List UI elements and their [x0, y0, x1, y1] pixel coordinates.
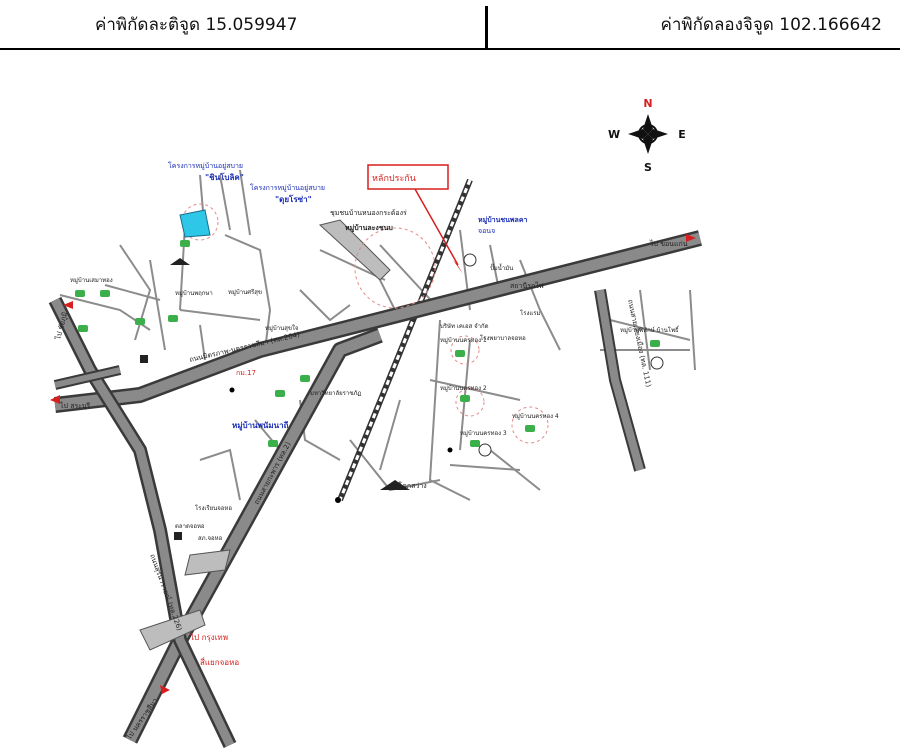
project-2-name: "ดุยโรซ่า" — [275, 194, 312, 205]
village-a-label: หมู่บ้านเสมาทอง — [70, 277, 113, 284]
market-label: ตลาดจอหอ — [175, 523, 205, 530]
village-h-label: หมู่บ้านสุขใจ — [265, 324, 298, 332]
village-b-label: หมู่บ้านพฤกษา — [175, 290, 213, 297]
building-markers — [140, 258, 410, 540]
landmark-pointer — [367, 164, 463, 274]
police-label: สภ.จอหอ — [198, 535, 223, 542]
village-f-label: หมู่บ้านนครทอง 4 — [512, 413, 559, 420]
highway-2 — [122, 327, 383, 744]
highlighted-building — [179, 209, 211, 238]
village-g-label: หมู่บ้านศรีสุข — [228, 288, 262, 296]
university-label: มหาวิทยาลัยราชภัฏ — [310, 390, 361, 397]
location-map[interactable]: N S E W หลักประกัน โครงการหมู่บ้านอยู่สบ… — [0, 50, 900, 749]
compass-west: W — [608, 128, 620, 141]
compass-rose: N S E W — [608, 97, 686, 174]
highway-204 — [54, 230, 702, 413]
latitude-readout: ค่าพิกัดละติจูด 15.059947 — [95, 0, 297, 48]
coordinate-header: ค่าพิกัดละติจูด 15.059947 ค่าพิกัดลองจิจ… — [0, 0, 900, 50]
village-lamchonghai-label: หมู่บ้านละงชนบ — [345, 223, 393, 233]
to-bangkok-label: ไป กรุงเทพ — [189, 633, 228, 642]
hospital-label: โรงพยาบาลจอหอ — [480, 334, 526, 342]
longitude-readout: ค่าพิกัดลองจิจูด 102.166642 — [660, 0, 882, 48]
hotel-label: โรงแรม — [520, 309, 540, 317]
to-khonkaen-label: ไป ขอนแก่น — [649, 239, 688, 248]
factory-label: บริษัท เคเอส จำกัด — [440, 323, 489, 330]
village-icons — [75, 240, 660, 447]
project-1-name: "ชินโบลิค" — [205, 172, 244, 182]
project-1-label: โครงการหมู่บ้านอยู่สบาย — [168, 161, 243, 170]
highway-226 — [48, 296, 237, 749]
latitude-label: ค่าพิกัดละติจูด — [95, 15, 201, 35]
longitude-value: 102.166642 — [779, 15, 882, 35]
gas-label: ปั๊มน้ำมัน — [490, 262, 513, 272]
school-label: โรงเรียนจอหอ — [195, 504, 232, 512]
direction-markers — [50, 234, 696, 694]
railway-line — [337, 178, 473, 502]
village-i-label: หมู่บ้านพิทักษ์ บ้านโพธิ์ — [620, 325, 680, 334]
map-labels: หลักประกัน โครงการหมู่บ้านอยู่สบาย "ชินโ… — [53, 161, 688, 742]
village-c-label: หมู่บ้านนครทอง 1 — [440, 337, 487, 344]
village-main-label: หมู่บ้านพนัมนาถี — [232, 420, 289, 431]
village-d-label: หมู่บ้านนครทอง 2 — [440, 385, 487, 392]
numbered-markers — [229, 253, 664, 503]
to-saraburi-label: ไป สระบุรี — [59, 401, 90, 410]
compass-south: S — [644, 161, 652, 174]
km-marker-label: กม.17 — [236, 369, 256, 377]
temple-label: วัดโคกสว่าง — [390, 481, 427, 490]
village-e-label: หมู่บ้านนครทอง 3 — [460, 430, 507, 437]
road-111-label: ถนนสายเลี่ยงเมือง (ทล. 111) — [626, 299, 653, 389]
minor-highway-west — [53, 365, 122, 390]
compass-east: E — [678, 128, 686, 141]
village-chongpho2-label: จอนจ — [478, 227, 495, 235]
hatched-blocks — [139, 219, 391, 651]
latitude-value: 15.059947 — [205, 15, 298, 35]
station-label: สถานีรถไฟ — [510, 281, 544, 290]
junction-label: สี่แยกจอหอ — [200, 656, 239, 667]
highway-111 — [594, 289, 646, 472]
header-divider — [485, 6, 488, 48]
village-chongpho-label: หมู่บ้านชนพลคา — [478, 215, 528, 225]
project-2-label: โครงการหมู่บ้านอยู่สบาย — [250, 183, 325, 192]
longitude-label: ค่าพิกัดลองจิจูด — [660, 15, 774, 35]
landmark-label: หลักประกัน — [372, 174, 416, 184]
compass-north: N — [643, 97, 652, 110]
village-nongkradong-label: ชุมชนบ้านหนองกระด้องร่ — [330, 209, 407, 217]
road-2-label: ถนนสายกะพาร (ทล.2) — [253, 440, 293, 506]
